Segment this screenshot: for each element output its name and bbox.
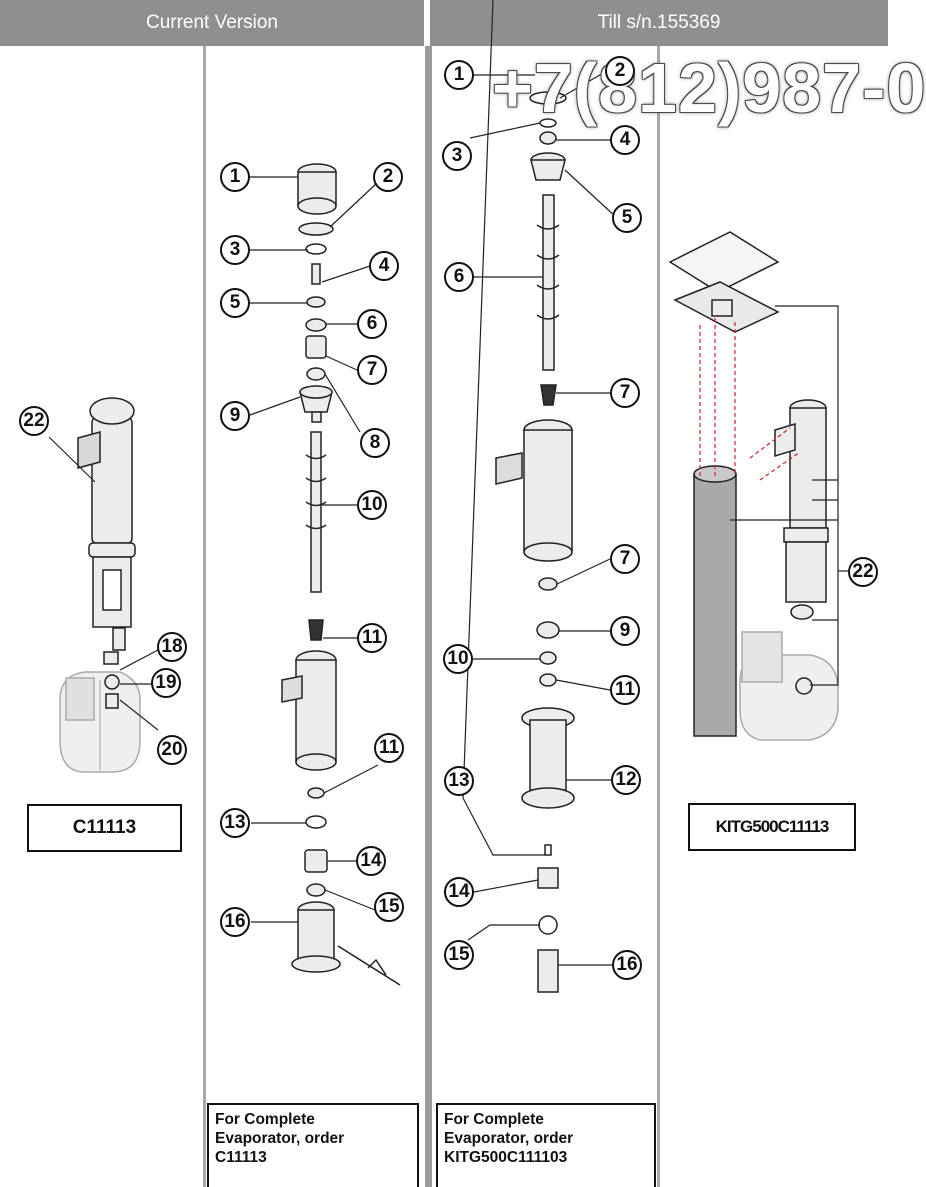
exploded-parts-drawing [48, 0, 848, 993]
callout-c-16: 16 [220, 907, 250, 937]
current-version-exploded-parts [281, 163, 401, 986]
callout-r-16: 16 [612, 950, 642, 980]
kit-install-illustration [668, 231, 839, 741]
divider-right [657, 46, 660, 1187]
callout-c-11b: 11 [374, 733, 404, 763]
order-current-line-3: C11113 [215, 1149, 267, 1166]
callout-r-14: 14 [444, 877, 474, 907]
callout-r-5: 5 [612, 203, 642, 233]
callout-c-14: 14 [356, 846, 386, 876]
callout-c-13: 13 [220, 808, 250, 838]
callout-r-3: 3 [442, 141, 472, 171]
callout-c-7: 7 [357, 355, 387, 385]
callout-r-12: 12 [611, 765, 641, 795]
callout-22-kit: 22 [848, 557, 878, 587]
callout-r-7a: 7 [610, 378, 640, 408]
callout-r-6: 6 [444, 262, 474, 292]
divider-middle [425, 46, 432, 1187]
callout-22-left: 22 [19, 406, 49, 436]
callout-r-2: 2 [605, 56, 635, 86]
callout-19: 19 [151, 668, 181, 698]
callout-c-2: 2 [373, 162, 403, 192]
order-current-line-1: For Complete [215, 1111, 315, 1128]
previous-version-exploded-parts [495, 91, 575, 993]
code-kit-label: KITG500C11113 [715, 817, 830, 836]
callout-c-15: 15 [374, 892, 404, 922]
callout-c-8: 8 [360, 428, 390, 458]
callout-r-10: 10 [443, 644, 473, 674]
code-box-kit: KITG500C11113 [688, 803, 856, 851]
order-previous-line-2: Evaporator, order [444, 1130, 574, 1147]
order-previous-line-1: For Complete [444, 1111, 544, 1128]
order-current-line-2: Evaporator, order [215, 1130, 345, 1147]
callout-18: 18 [157, 632, 187, 662]
callout-r-11: 11 [610, 675, 640, 705]
callout-r-7b: 7 [610, 544, 640, 574]
callout-c-11a: 11 [357, 623, 387, 653]
divider-left [203, 46, 206, 1187]
previous-version-label: Till s/n.155369 [597, 12, 721, 33]
callout-r-1: 1 [444, 60, 474, 90]
callout-c-4: 4 [369, 251, 399, 281]
callout-r-4: 4 [610, 125, 640, 155]
callout-20: 20 [157, 735, 187, 765]
code-box-c11113: C11113 [27, 804, 182, 852]
previous-version-header: Till s/n.155369 [430, 0, 888, 46]
watermark-phone: +7(812)987-0 [492, 49, 926, 127]
current-version-header: Current Version [0, 0, 424, 46]
callout-c-10: 10 [357, 490, 387, 520]
callout-c-3: 3 [220, 235, 250, 265]
callout-r-13: 13 [444, 766, 474, 796]
callout-c-6: 6 [357, 309, 387, 339]
current-version-label: Current Version [145, 12, 278, 33]
callout-c-5: 5 [220, 288, 250, 318]
order-previous-line-3: KITG500C111103 [444, 1149, 568, 1166]
order-box-current: For Complete Evaporator, order C11113 [207, 1103, 419, 1187]
callout-r-9: 9 [610, 616, 640, 646]
c11113-evaporator-illustration [59, 397, 141, 773]
callout-r-15: 15 [444, 940, 474, 970]
callout-c-9: 9 [220, 401, 250, 431]
code-c11113-label: C11113 [72, 817, 137, 838]
order-box-previous: For Complete Evaporator, order KITG500C1… [436, 1103, 656, 1187]
callout-c-1: 1 [220, 162, 250, 192]
